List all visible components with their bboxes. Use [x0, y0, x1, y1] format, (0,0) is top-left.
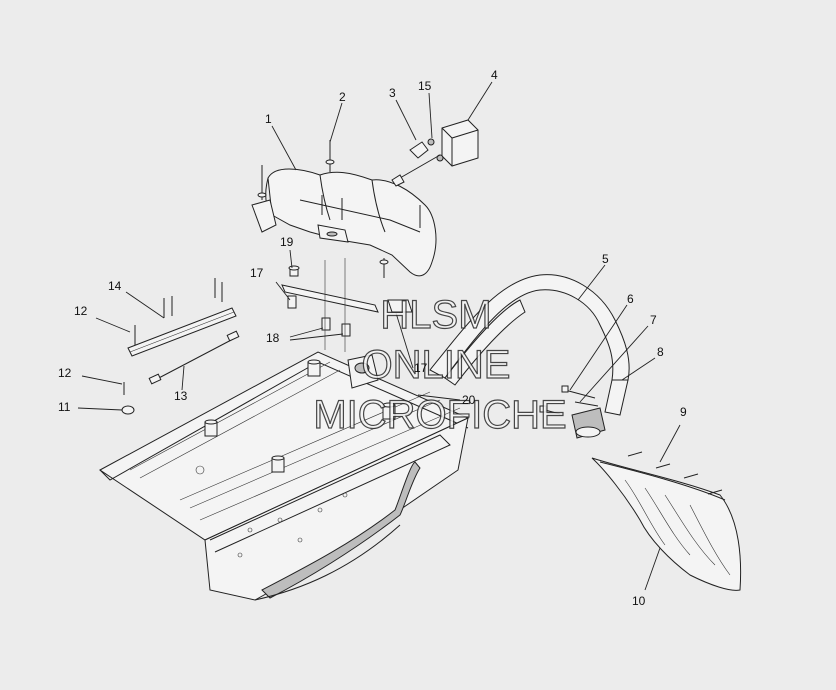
callout-18: 18	[266, 331, 280, 345]
callout-5: 5	[602, 252, 609, 266]
callout-10: 10	[632, 594, 646, 608]
watermark-line-2: ONLINE	[362, 343, 511, 387]
callout-14: 14	[108, 279, 122, 293]
callout-19: 19	[280, 235, 294, 249]
rear-grab-bar-part-5	[429, 274, 630, 439]
callout-1: 1	[265, 112, 272, 126]
callout-15: 15	[418, 79, 432, 93]
left-small-parts	[121, 278, 240, 415]
callout-13: 13	[174, 389, 188, 403]
callout-7: 7	[650, 313, 657, 327]
callout-labels: 1 2 3 4 5 6 7 8 9 10 11 12 12 13 14 15 1…	[58, 68, 687, 608]
support-brackets	[281, 258, 413, 352]
callout-17-lower: 17	[414, 361, 428, 375]
rear-shroud-part-1	[251, 140, 437, 278]
callout-12-lower: 12	[58, 366, 72, 380]
callout-20: 20	[462, 393, 476, 407]
leader-lines	[77, 81, 681, 591]
callout-12-upper: 12	[74, 304, 88, 318]
callout-2: 2	[339, 90, 346, 104]
watermark-line-1: HLSM	[380, 293, 491, 337]
callout-6: 6	[627, 292, 634, 306]
callout-11: 11	[58, 400, 71, 414]
callout-3: 3	[389, 86, 396, 100]
watermark: HLSM ONLINE MICROFICHE	[313, 292, 568, 437]
watermark-line-3: MICROFICHE	[313, 393, 566, 437]
callout-17-upper: 17	[250, 266, 264, 280]
callout-4: 4	[491, 68, 498, 82]
tail-light-assembly	[391, 119, 479, 187]
tunnel-chassis	[99, 351, 470, 601]
callout-8: 8	[657, 345, 664, 359]
snow-flap-part-10	[591, 451, 742, 591]
callout-9: 9	[680, 405, 687, 419]
